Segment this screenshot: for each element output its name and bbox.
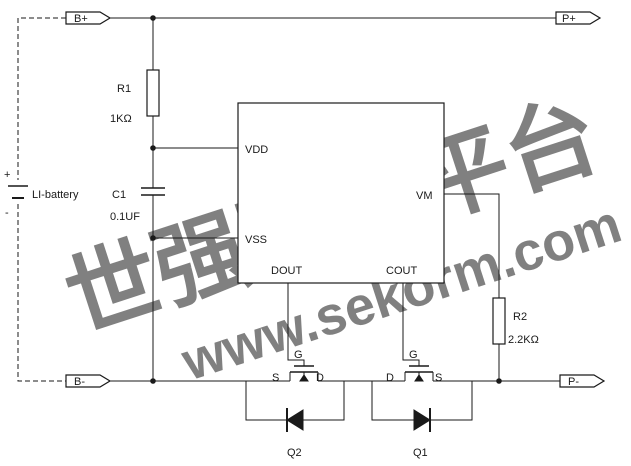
ic-vss-label: VSS (245, 234, 267, 246)
junction-dot-vdd (150, 145, 156, 151)
q2-mosfet (289, 365, 319, 382)
r1-resistor (146, 69, 160, 117)
port-p-minus-connector (559, 374, 606, 388)
ic-dout-label: DOUT (271, 265, 302, 277)
q2-drain-label: D (316, 372, 324, 384)
ic-vm-label: VM (416, 190, 433, 202)
c1-ref-label: C1 (112, 189, 126, 201)
ic-vdd-label: VDD (245, 144, 268, 156)
r1-ref-label: R1 (117, 83, 131, 95)
junction-dot-top (150, 15, 156, 21)
q1-gate-label: G (409, 349, 418, 361)
q1-ref-label: Q1 (413, 447, 428, 459)
port-b-minus-label: B- (74, 376, 85, 388)
port-b-plus-connector (65, 11, 112, 25)
port-p-plus-connector (555, 11, 602, 25)
q1-drain-label: D (386, 372, 394, 384)
q1-body-diode (413, 408, 431, 432)
protection-ic-box (237, 102, 445, 284)
cout-gate-wire (402, 283, 420, 366)
c1-value-label: 0.1UF (110, 211, 140, 223)
port-b-minus-connector (65, 374, 112, 388)
r2-ref-label: R2 (513, 311, 527, 323)
q2-ref-label: Q2 (287, 447, 302, 459)
ic-cout-label: COUT (386, 265, 417, 277)
q2-source-label: S (272, 372, 279, 384)
battery-dashed-wire-bottom (17, 204, 66, 382)
dout-gate-wire (287, 283, 305, 366)
port-p-plus-label: P+ (562, 13, 576, 25)
port-p-minus-label: P- (568, 376, 579, 388)
junction-dot-bottom-left (150, 378, 156, 384)
battery-dashed-wire-top (17, 17, 66, 180)
r2-value-label: 2.2KΩ (508, 334, 539, 346)
battery-label: LI-battery (32, 189, 79, 201)
port-b-plus-label: B+ (74, 13, 88, 25)
q1-source-label: S (435, 372, 442, 384)
r2-resistor (492, 297, 506, 345)
junction-dot-vss (150, 235, 156, 241)
r1-value-label: 1KΩ (110, 113, 132, 125)
q1-diode-loop (371, 381, 473, 421)
junction-dot-bottom-right (496, 378, 502, 384)
q2-diode-loop (245, 381, 345, 421)
q2-body-diode (286, 408, 304, 432)
battery-plus-sign: + (4, 169, 10, 181)
q2-gate-label: G (294, 349, 303, 361)
battery-minus-sign: - (5, 207, 9, 219)
vm-wire (444, 193, 500, 298)
q1-mosfet (404, 365, 434, 382)
